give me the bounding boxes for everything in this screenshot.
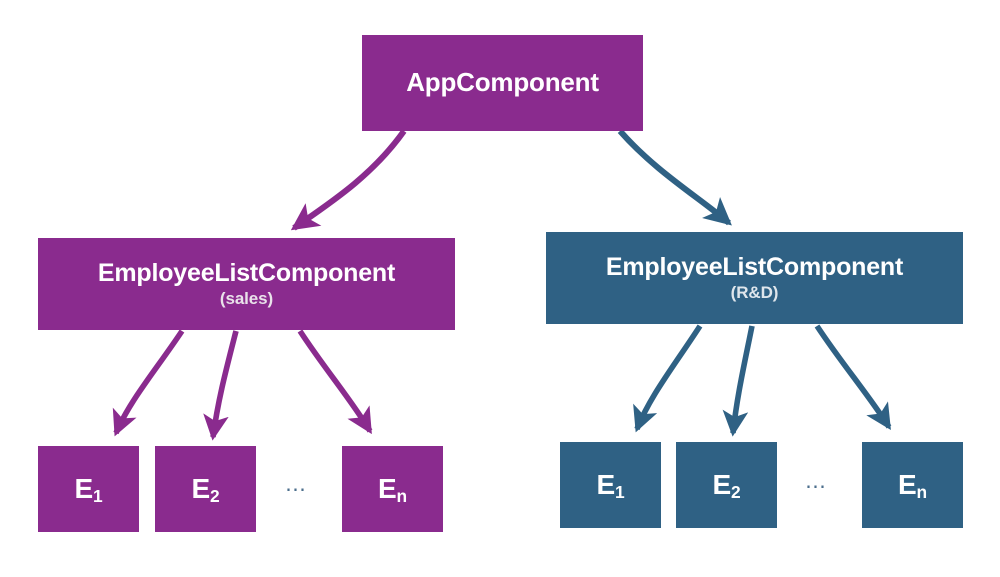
ellipsis-sales: ⋯: [285, 478, 308, 501]
node-employee-list-sales-label: EmployeeListComponent: [97, 259, 396, 288]
node-employee-rnd-1[interactable]: E1: [560, 442, 661, 528]
ellipsis-rnd: ⋯: [805, 475, 828, 498]
node-employee-list-rnd-subtitle: (R&D): [730, 283, 779, 303]
node-employee-rnd-n-label: En: [898, 469, 927, 503]
edge-sales-to-en: [297, 329, 373, 435]
node-employee-rnd-n[interactable]: En: [862, 442, 963, 528]
edge-rnd-to-en: [814, 324, 892, 431]
node-employee-list-sales[interactable]: EmployeeListComponent (sales): [38, 238, 455, 330]
edge-app-to-rnd: [617, 129, 732, 226]
node-employee-list-rnd-label: EmployeeListComponent: [605, 253, 904, 282]
node-app-component[interactable]: AppComponent: [362, 35, 643, 131]
node-employee-rnd-2-label: E2: [712, 469, 741, 503]
node-app-component-label: AppComponent: [406, 67, 599, 98]
edge-sales-to-e1: [112, 329, 185, 437]
node-employee-sales-n[interactable]: En: [342, 446, 443, 532]
node-employee-sales-2-label: E2: [191, 473, 220, 507]
edge-rnd-to-e2: [722, 325, 755, 437]
node-employee-rnd-1-label: E1: [596, 469, 625, 503]
node-employee-list-rnd[interactable]: EmployeeListComponent (R&D): [546, 232, 963, 324]
edge-sales-to-e2: [203, 330, 239, 441]
edge-app-to-sales: [290, 129, 407, 231]
node-employee-rnd-2[interactable]: E2: [676, 442, 777, 528]
node-employee-sales-1-label: E1: [74, 473, 103, 507]
node-employee-sales-n-label: En: [378, 473, 407, 507]
edge-rnd-to-e1: [633, 324, 703, 433]
node-employee-sales-1[interactable]: E1: [38, 446, 139, 532]
node-employee-list-sales-subtitle: (sales): [219, 289, 274, 309]
node-employee-sales-2[interactable]: E2: [155, 446, 256, 532]
